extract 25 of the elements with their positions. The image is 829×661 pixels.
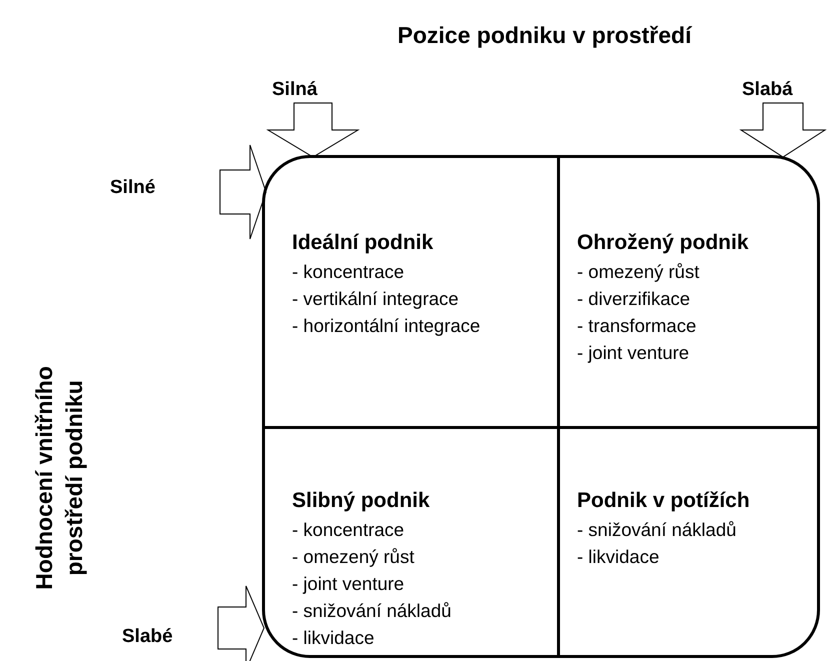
list-item: - omezený růst [577, 260, 700, 284]
quadrant-heading: Ideální podnik [292, 230, 434, 256]
list-item: - koncentrace [292, 518, 406, 542]
list-item: - transformace [577, 314, 698, 338]
list-item: - vertikální integrace [292, 287, 460, 311]
list-item: - diverzifikace [577, 287, 692, 311]
list-item: - likvidace [292, 626, 376, 650]
list-item: - koncentrace [292, 260, 406, 284]
quadrant-heading: Ohrožený podnik [577, 230, 750, 256]
list-item: - joint venture [577, 341, 690, 365]
list-item: - snižování nákladů [577, 518, 738, 542]
axis-value-label: Slabá [742, 79, 793, 101]
list-item: - likvidace [577, 545, 660, 569]
axis-value-label: Silné [110, 177, 156, 199]
list-item: - omezený růst [292, 545, 416, 569]
axis-value-label: Silná [272, 79, 318, 101]
list-item: - snižování nákladů [292, 599, 452, 623]
list-item: - joint venture [292, 572, 406, 596]
axis-title: Hodnocení vnitřního prostředí podniku [30, 365, 88, 592]
quadrant-frame [262, 155, 820, 658]
list-item: - horizontální integrace [292, 314, 482, 338]
quadrant-heading: Slibný podnik [292, 488, 431, 514]
quadrant-heading: Podnik v potížích [577, 488, 751, 514]
axis-value-label: Slabé [122, 626, 173, 648]
title: Pozice podniku v prostředí [396, 22, 694, 49]
